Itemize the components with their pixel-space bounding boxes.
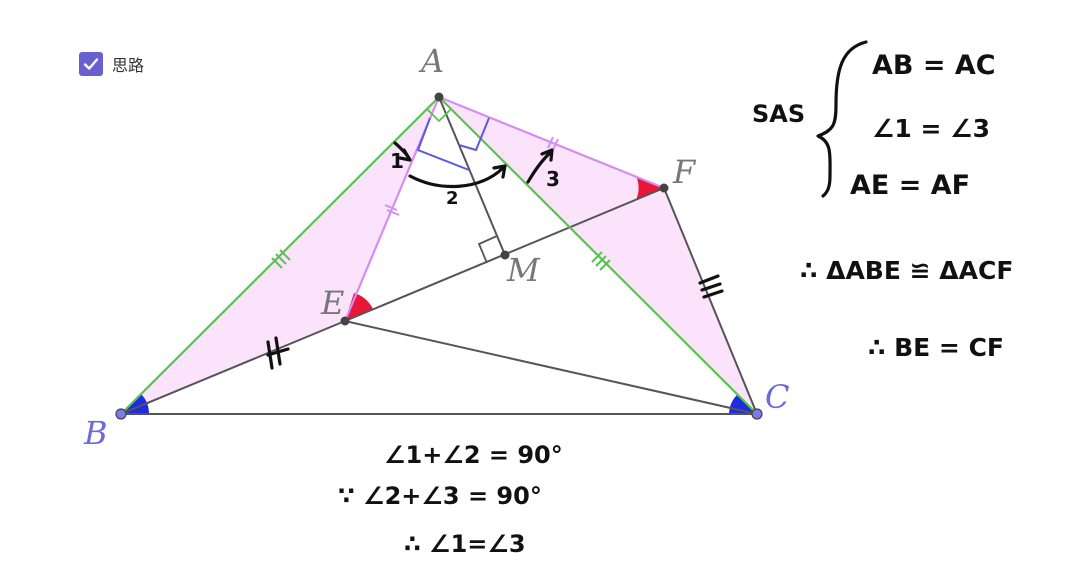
brace-icon (816, 40, 868, 198)
point-m[interactable] (500, 250, 510, 260)
tick-be-hand (266, 336, 290, 370)
tick-ae (384, 204, 400, 216)
point-b[interactable] (115, 408, 127, 420)
note-congruence: ∴ ΔABE ≌ ΔACF (800, 256, 1013, 285)
angle-e-mark (345, 293, 373, 321)
point-a[interactable] (434, 92, 444, 102)
checkmark-icon (79, 52, 103, 76)
point-c[interactable] (751, 408, 763, 420)
note-step2: ∵ ∠2+∠3 = 90° (338, 482, 542, 510)
angle-b-mark (121, 394, 150, 414)
tick-ab (271, 249, 291, 269)
segment-be (120, 320, 346, 415)
label-b: B (83, 414, 108, 452)
note-cond1: AB = AC (872, 50, 996, 81)
note-result: ∴ BE = CF (868, 333, 1004, 362)
arrow-angle-1 (393, 141, 412, 162)
note-cond2: ∠1 = ∠3 (872, 114, 990, 143)
point-f[interactable] (659, 183, 669, 193)
right-angle-m (477, 235, 498, 264)
right-angle-af-am (458, 117, 490, 152)
label-a: A (418, 42, 444, 80)
label-c: C (765, 378, 789, 416)
label-e: E (320, 284, 344, 322)
angle-f-mark (636, 176, 664, 200)
tick-ac (591, 251, 611, 271)
note-sas: SAS (752, 100, 805, 128)
tick-af (547, 136, 559, 151)
idea-checkbox[interactable]: 思路 (79, 52, 144, 76)
label-m: M (506, 251, 541, 289)
segment-fc (663, 187, 758, 415)
mark-2: 2 (446, 188, 459, 209)
note-step1: ∠1+∠2 = 90° (384, 441, 563, 469)
arrow-angle-3 (526, 148, 554, 184)
checkbox-label: 思路 (112, 56, 145, 75)
segment-ec (344, 320, 758, 415)
point-e[interactable] (340, 316, 350, 326)
note-cond3: AE = AF (850, 170, 970, 201)
label-f: F (672, 153, 697, 191)
segment-ab (120, 96, 440, 415)
right-angle-a (426, 108, 452, 123)
note-step3: ∴ ∠1=∠3 (404, 530, 526, 558)
segment-am (438, 96, 506, 256)
mark-3: 3 (546, 167, 560, 191)
mark-1: 1 (390, 149, 404, 173)
right-angle-ae-am (416, 117, 470, 171)
tick-fc-hand (698, 274, 724, 299)
arrow-angle-2 (408, 164, 507, 189)
